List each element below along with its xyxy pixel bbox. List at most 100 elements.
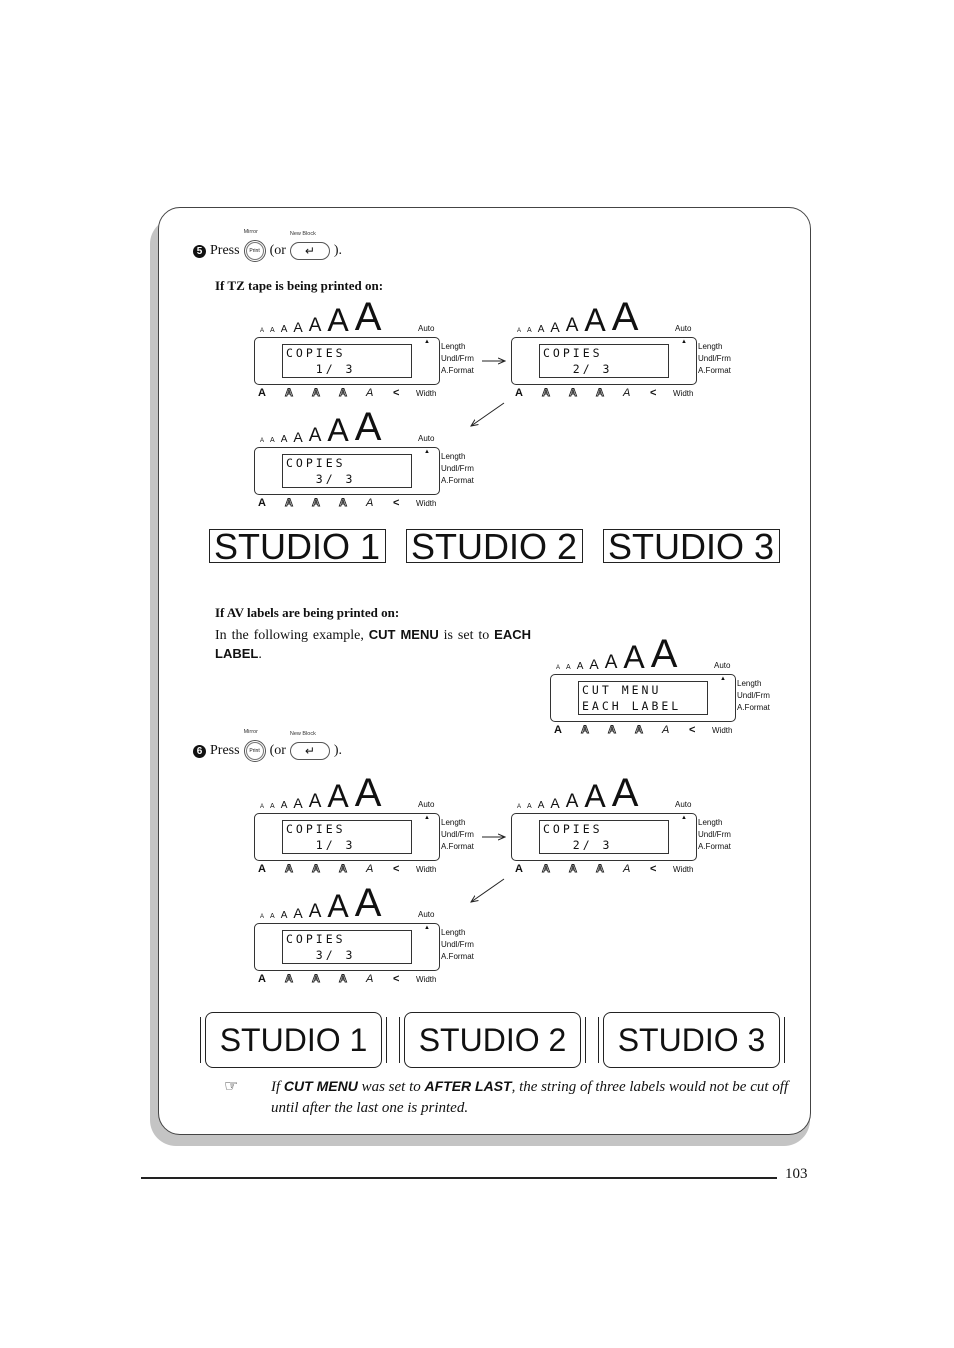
heading-av: If AV labels are being printed on:: [215, 605, 400, 620]
lcd-line-2: 2/ 3: [543, 362, 613, 376]
style-glyph: <: [393, 497, 400, 509]
style-glyph: <: [393, 973, 400, 985]
enter-key-label: New Block: [289, 231, 316, 237]
size-glyph: A: [537, 799, 545, 811]
lcd-indicators: Length Undl/Frm A.Format: [697, 341, 731, 377]
triangle-icon: ▲: [424, 449, 430, 455]
style-glyph: A: [366, 387, 374, 399]
size-glyph: A: [270, 913, 275, 921]
lcd-screen: ▲ COPIES 3/ 3: [254, 447, 440, 495]
lcd-line-1: CUT MENU: [582, 683, 662, 697]
lcd-indicators: Length Undl/Frm A.Format: [736, 678, 770, 714]
size-glyph: A: [270, 803, 275, 811]
style-glyph: A: [623, 863, 631, 875]
av-text-cut-menu: CUT MENU: [368, 627, 439, 642]
length-label: Length: [698, 818, 723, 827]
style-glyph: A: [258, 387, 266, 399]
length-label: Length: [441, 452, 466, 461]
heading-tz: If TZ tape is being printed on:: [215, 278, 384, 293]
enter-key-label: New Block: [289, 731, 316, 737]
size-glyph: A: [550, 319, 560, 336]
style-glyph: A: [662, 724, 670, 736]
av-text-1: In the following example,: [215, 628, 369, 643]
size-glyph: A: [327, 887, 349, 924]
lcd-line-1: COPIES: [286, 932, 346, 946]
triangle-icon: ▲: [424, 925, 430, 931]
step-number: 6: [193, 744, 206, 758]
triangle-icon: ▲: [681, 339, 687, 345]
size-glyph: A: [611, 295, 639, 339]
undl-label: Undl/Frm: [441, 830, 474, 839]
print-key-text: Print: [245, 742, 264, 760]
style-glyph: A: [339, 387, 348, 400]
style-glyph: A: [339, 497, 348, 510]
size-glyph: A: [576, 660, 584, 672]
note-text: If CUT MENU was set to AFTER LAST, the s…: [271, 1076, 801, 1119]
lcd-text: COPIES 1/ 3: [282, 820, 412, 854]
size-glyph: A: [527, 327, 532, 335]
style-glyph: <: [393, 863, 400, 875]
lcd-screen: ▲ COPIES 1/ 3: [254, 813, 440, 861]
size-glyph: A: [293, 795, 303, 812]
size-glyph: A: [293, 429, 303, 446]
size-glyph: A: [270, 437, 275, 445]
style-glyph: <: [650, 863, 657, 875]
size-glyph: A: [566, 664, 571, 672]
style-glyph: A: [623, 387, 631, 399]
aformat-label: A.Format: [698, 366, 731, 375]
print-key-label: Mirror: [243, 229, 258, 235]
lcd-screen: ▲ COPIES 2/ 3: [511, 813, 697, 861]
triangle-icon: ▲: [424, 815, 430, 821]
auto-label: Auto: [418, 800, 435, 809]
style-glyph: A: [515, 863, 523, 875]
style-glyph: A: [596, 863, 605, 876]
lcd-line-1: COPIES: [286, 346, 346, 360]
triangle-icon: ▲: [720, 676, 726, 682]
lcd-screen: ▲ CUT MENU EACH LABEL: [550, 674, 736, 722]
style-glyph: A: [515, 387, 523, 399]
style-glyph: A: [366, 863, 374, 875]
footer-rule: [141, 1177, 777, 1179]
print-key: Mirror Print: [243, 229, 266, 262]
size-glyph: A: [623, 638, 645, 675]
size-glyph: A: [280, 909, 288, 921]
aformat-label: A.Format: [737, 703, 770, 712]
studio-label-2-b: STUDIO 2: [399, 1012, 586, 1068]
size-glyph: A: [550, 795, 560, 812]
step-5: 5 Press Mirror Print (or New Block ↵ ).: [193, 229, 342, 262]
length-label: Length: [737, 679, 762, 688]
auto-label: Auto: [714, 661, 731, 670]
size-glyph: A: [584, 777, 606, 814]
size-glyph: A: [354, 771, 382, 815]
lcd-line-2: 3/ 3: [286, 948, 356, 962]
style-glyph: A: [542, 863, 551, 876]
style-glyph: A: [258, 973, 266, 985]
aformat-label: A.Format: [441, 476, 474, 485]
size-glyph: A: [308, 424, 322, 446]
undl-label: Undl/Frm: [441, 354, 474, 363]
size-glyph: A: [611, 771, 639, 815]
size-glyph: A: [260, 913, 265, 920]
style-glyph: A: [596, 387, 605, 400]
undl-label: Undl/Frm: [698, 354, 731, 363]
note-t3: , the string of three labels would not b…: [271, 1079, 789, 1116]
style-glyph: A: [569, 863, 578, 876]
size-glyph: A: [565, 790, 579, 812]
style-glyph: A: [542, 387, 551, 400]
print-key: Mirror Print: [243, 729, 266, 762]
lcd-line-1: COPIES: [543, 822, 603, 836]
length-label: Length: [441, 342, 466, 351]
width-label: Width: [416, 865, 437, 874]
